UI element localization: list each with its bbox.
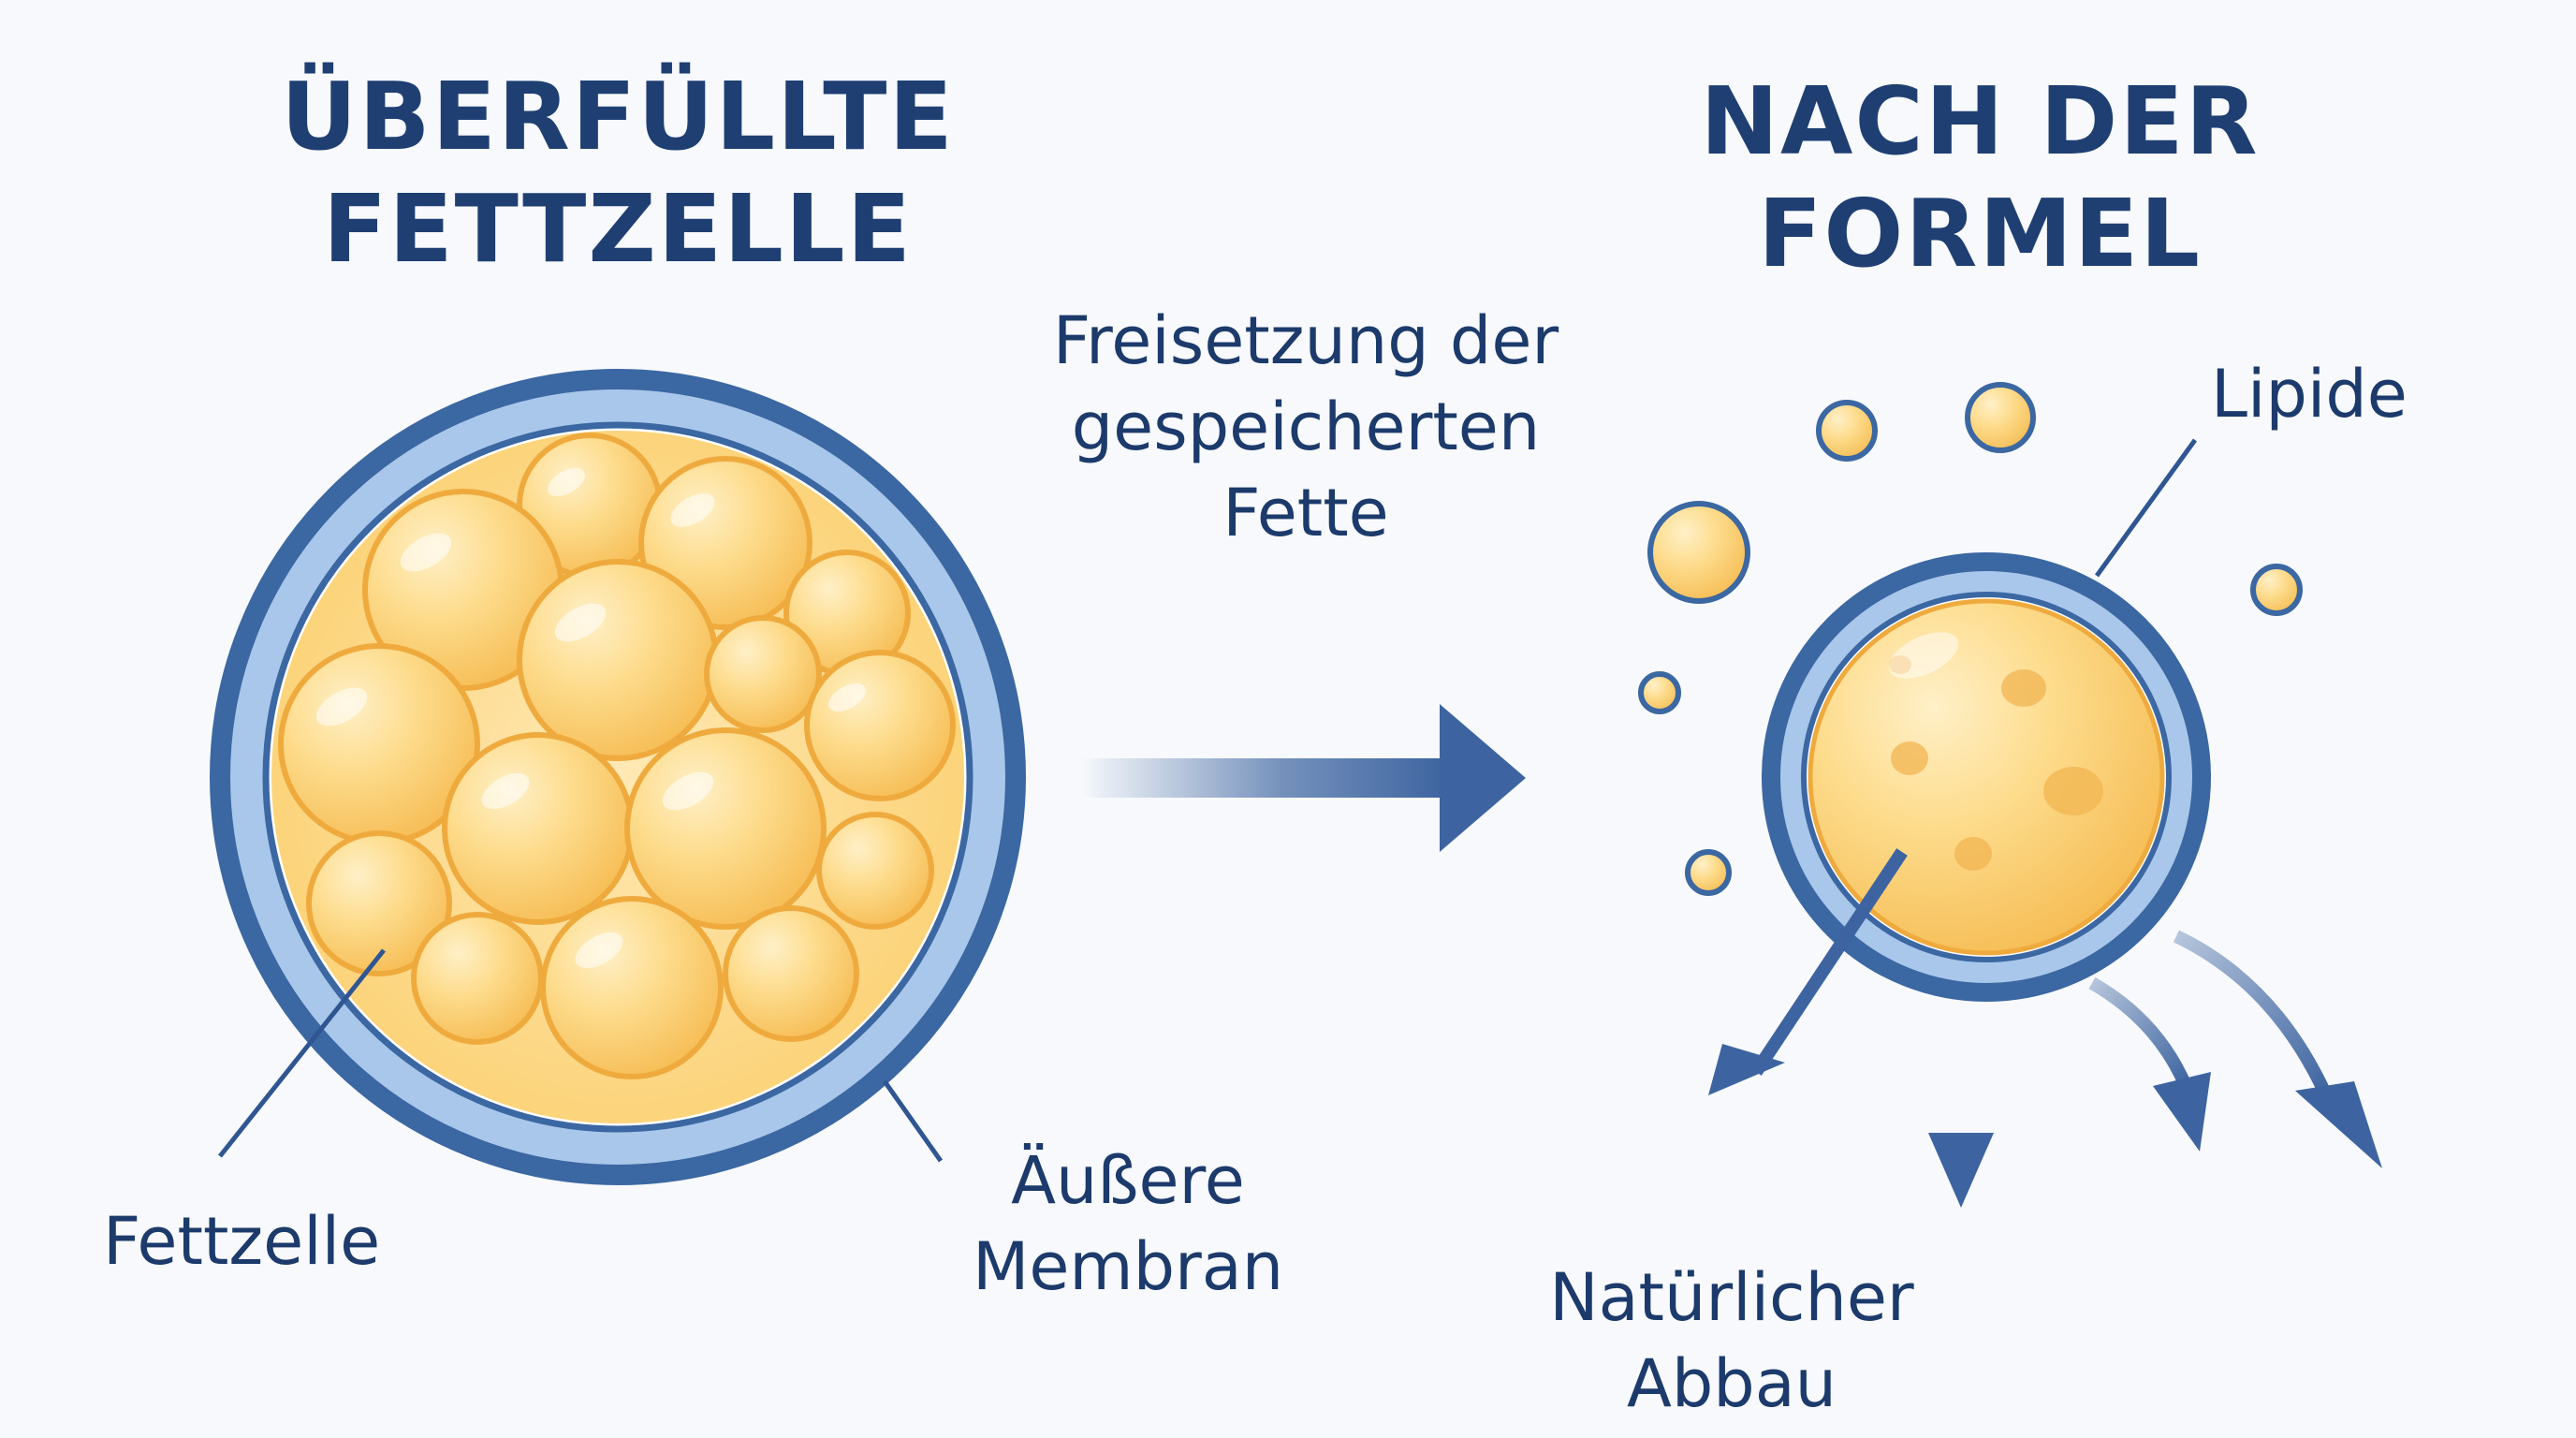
breakdown-arrow-head [1928, 1133, 1994, 1208]
fat-droplet [723, 905, 859, 1042]
lipid-droplet [1638, 671, 1681, 714]
breakdown-arrow-head [2295, 1081, 2382, 1168]
fat-droplet [540, 896, 724, 1079]
fat-cell-label: Fettzelle [103, 1198, 380, 1284]
title-overfilled-fat-cell: ÜBERFÜLLTE FETTZELLE [271, 61, 964, 286]
fat-cell-pointer-line [218, 948, 386, 1158]
membrane-label-line-2: Membran [972, 1228, 1284, 1305]
fat-droplet [517, 559, 719, 761]
breakdown-arrow-shaft [1750, 848, 1908, 1076]
breakdown-arrow-shaft [2088, 976, 2192, 1089]
release-line-3: Fette [1222, 475, 1389, 551]
fat-droplet [411, 912, 544, 1045]
natural-breakdown-line-1: Natürlicher [1549, 1259, 1914, 1336]
membrane-pointer-line [882, 1079, 944, 1163]
lipid-droplet [1685, 849, 1732, 896]
droplet-highlights [315, 467, 866, 969]
title-line-2: FETTZELLE [323, 174, 913, 284]
fat-droplet [306, 830, 452, 976]
release-line-1: Freisetzung der [1052, 302, 1559, 379]
natural-breakdown-line-2: Abbau [1626, 1345, 1837, 1422]
lipid-droplet [1816, 400, 1878, 462]
fat-droplet [624, 727, 827, 930]
breakdown-arrow-shaft [2173, 930, 2333, 1098]
lipids-label: Lipide [2211, 351, 2408, 437]
natural-breakdown-label: Natürlicher Abbau [1507, 1255, 1956, 1427]
title-line: NACH DER FORMEL [1700, 66, 2260, 288]
membrane-label: Äußere Membran [945, 1137, 1310, 1310]
lipid-droplet [1647, 501, 1750, 604]
release-arrow-shaft [1081, 758, 1446, 798]
breakdown-arrows [1750, 848, 2333, 1133]
breakdown-arrow-head [1708, 1044, 1785, 1095]
lipid-droplet [1965, 382, 2036, 453]
fat-droplet [816, 812, 934, 930]
release-arrow-head [1440, 704, 1526, 852]
release-line-2: gespeicherten [1071, 389, 1541, 465]
release-label: Freisetzung der gespeicherten Fette [1011, 298, 1601, 556]
reduced-fat-cell [1762, 552, 2211, 1002]
lipid-droplet [2250, 564, 2303, 616]
membrane-label-line-1: Äußere [1011, 1142, 1245, 1219]
breakdown-arrow-head [2153, 1072, 2211, 1152]
lipids-label-text: Lipide [2211, 356, 2408, 433]
overfilled-fat-cell [210, 369, 1026, 1185]
fat-droplet [442, 732, 635, 925]
breakdown-arrow-heads [1708, 1044, 2382, 1208]
fat-cell-label-text: Fettzelle [103, 1203, 381, 1280]
lipids-pointer-line [2094, 438, 2198, 578]
fat-droplet [704, 615, 822, 733]
fat-droplet [804, 650, 956, 801]
title-line-1: ÜBERFÜLLTE [281, 62, 955, 171]
title-after-formula: NACH DER FORMEL [1507, 66, 2452, 290]
lipid-droplets [1638, 382, 2303, 896]
release-arrow [1081, 704, 1526, 852]
